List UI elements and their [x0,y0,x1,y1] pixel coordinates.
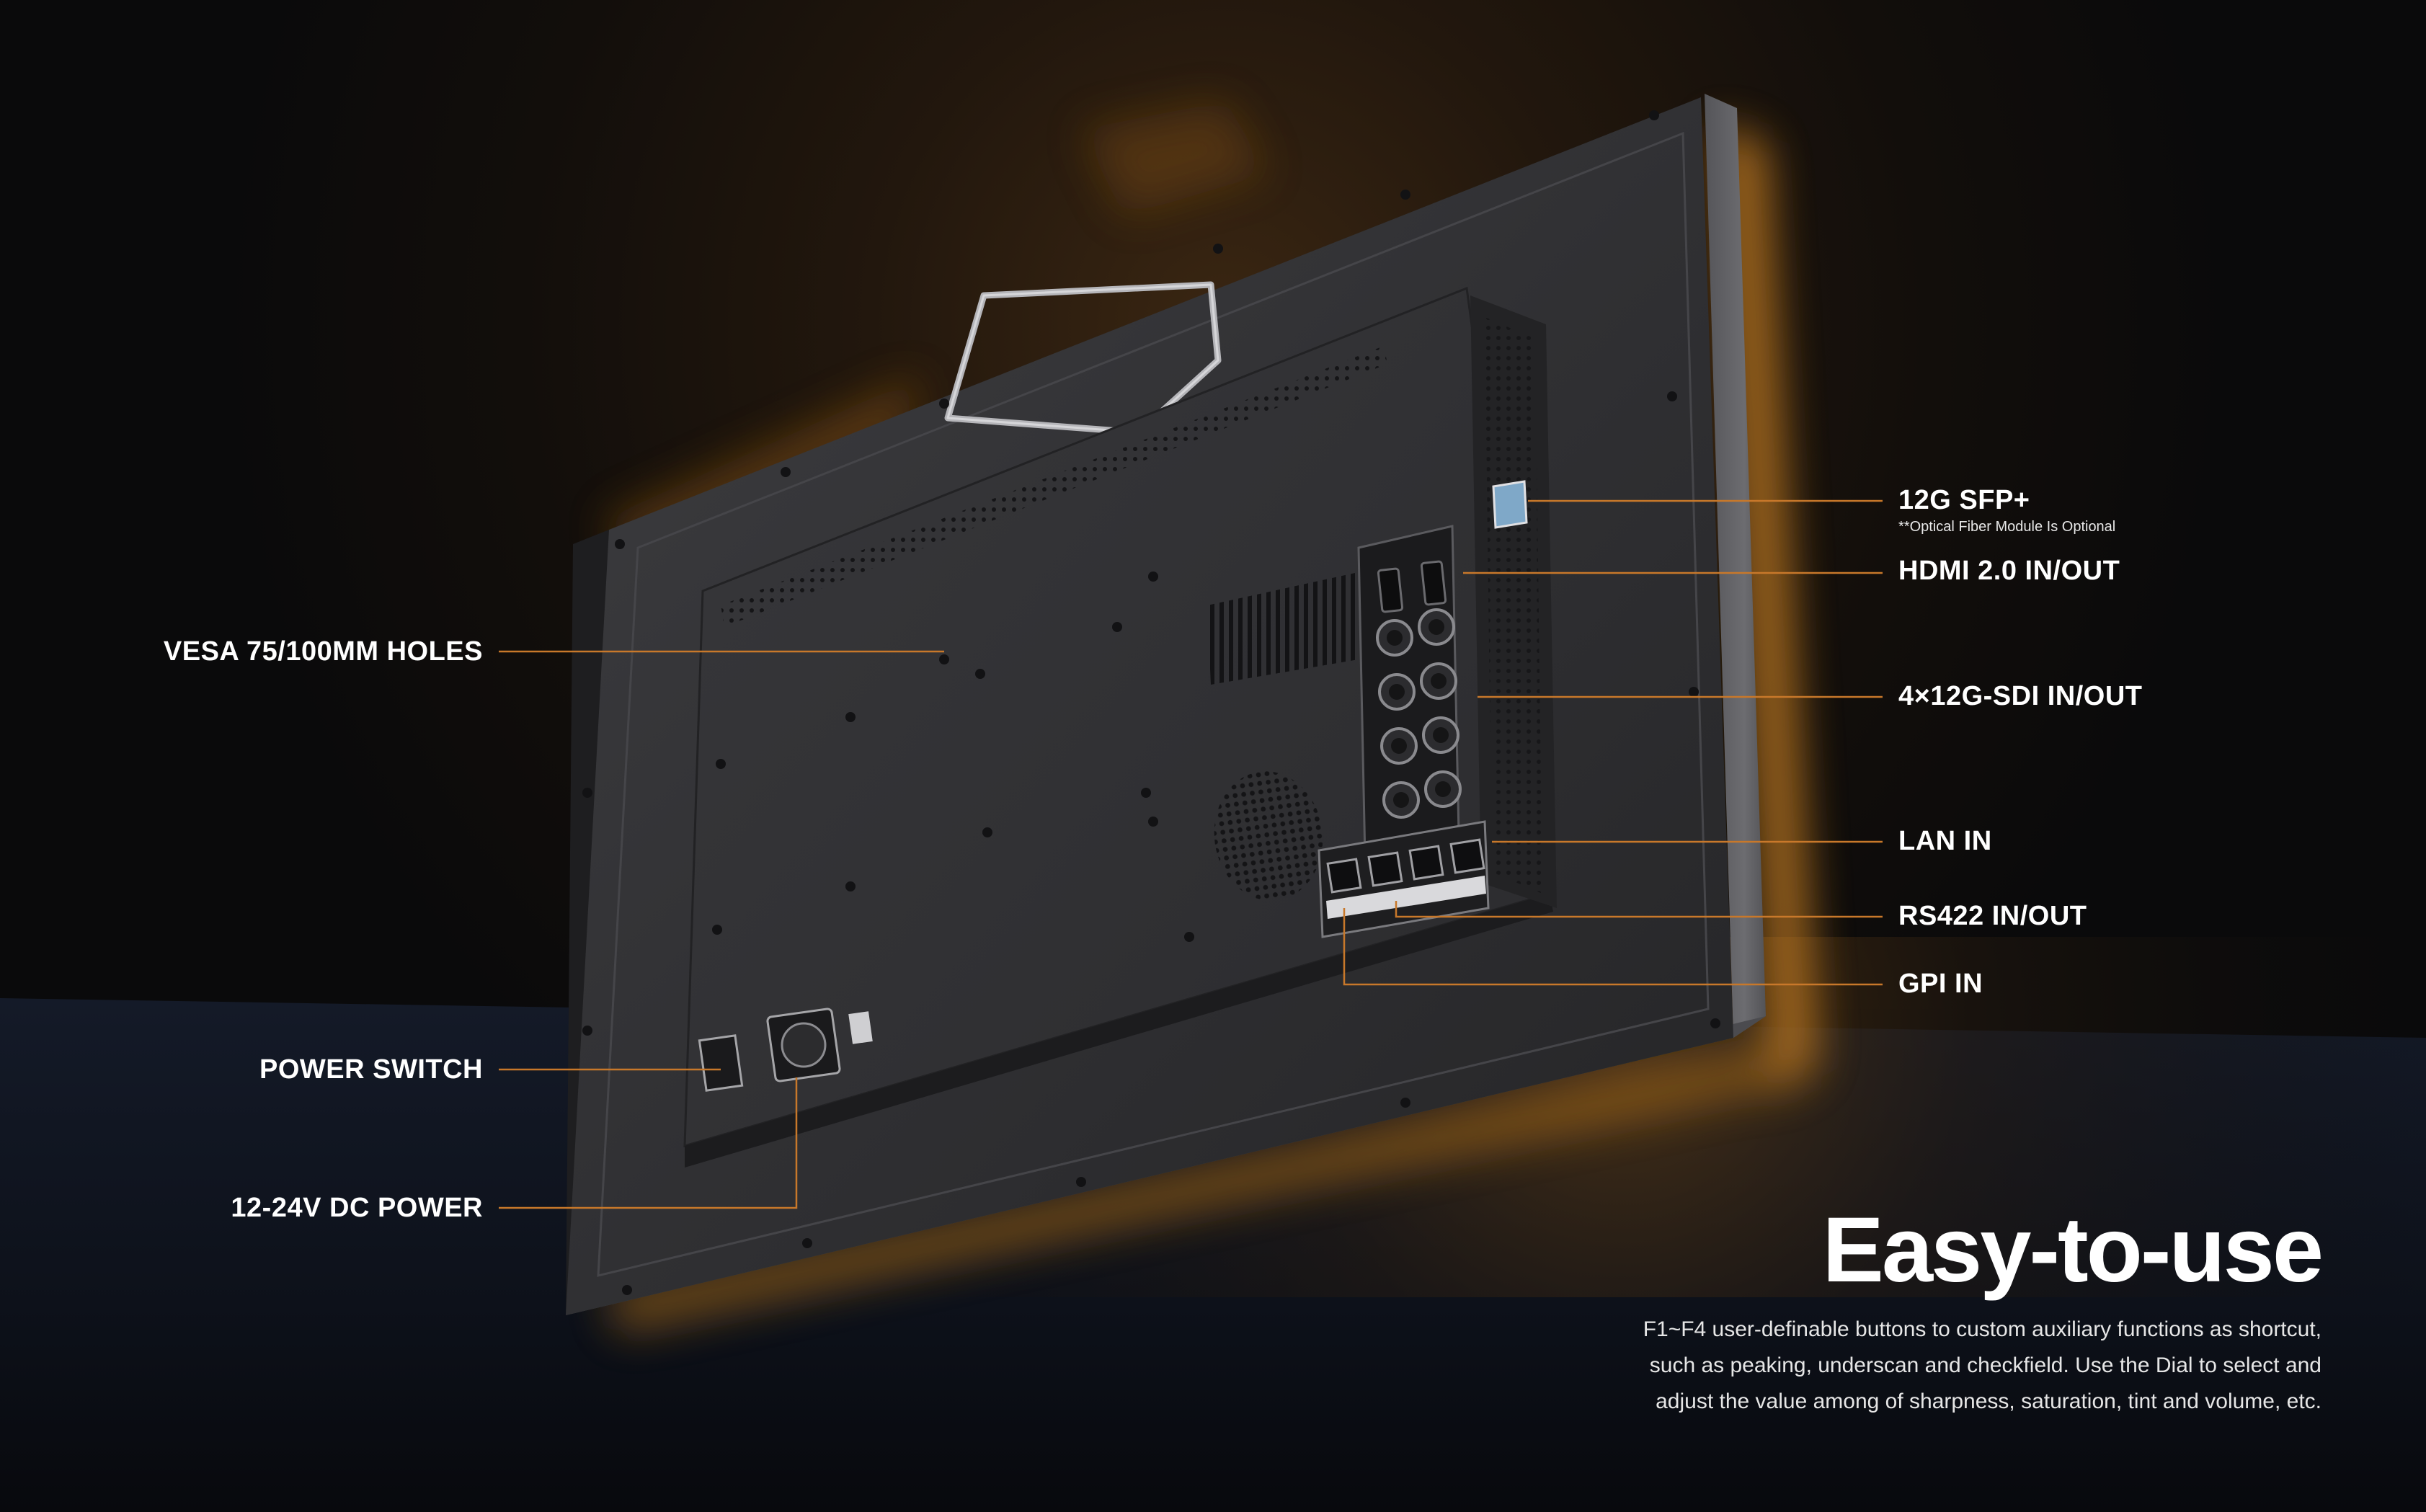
dc-power-label: 12-24V DC POWER [231,1193,483,1223]
monitor-body [566,94,1766,1315]
vesa-holes-label: VESA 75/100MM HOLES [163,636,483,667]
lan-label: LAN IN [1898,826,1992,856]
sdi-label: 4×12G-SDI IN/OUT [1898,681,2143,711]
power-switch-label: POWER SWITCH [259,1054,483,1085]
rs422-label: RS422 IN/OUT [1898,901,2087,931]
callout-lines [499,499,1883,1209]
sfp-label: 12G SFP+ [1898,485,2030,515]
headline: Easy-to-use [1822,1199,2324,1302]
power-panel [698,1008,873,1092]
io-panel [1318,480,1528,938]
description: F1~F4 user-definable buttons to custom a… [1385,1312,2321,1420]
sfp-note: **Optical Fiber Module Is Optional [1898,519,2116,535]
description-line-3: adjust the value among of sharpness, sat… [1656,1389,2321,1413]
screw-holes [582,110,1720,1295]
description-line-1: F1~F4 user-definable buttons to custom a… [1643,1317,2321,1341]
hdmi-label: HDMI 2.0 IN/OUT [1898,556,2120,586]
description-line-2: such as peaking, underscan and checkfiel… [1649,1353,2321,1377]
gpi-label: GPI IN [1898,969,1983,999]
